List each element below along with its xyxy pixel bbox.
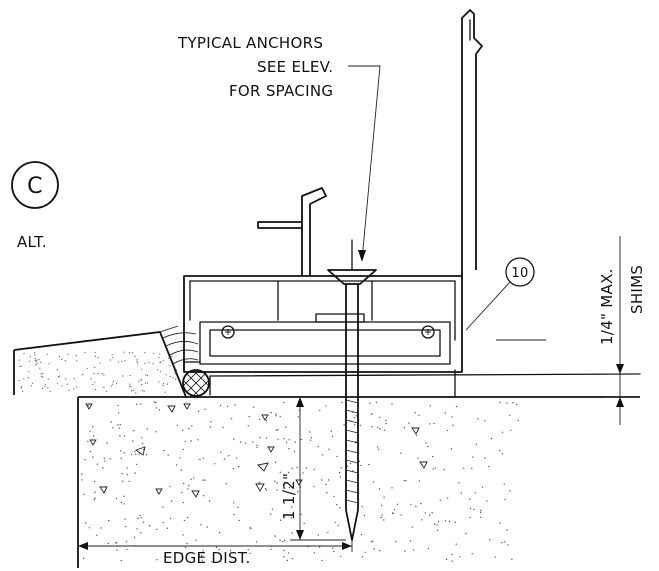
callout-sub-label: ALT. (17, 233, 47, 251)
concrete-stipple (18, 351, 519, 563)
shim (209, 369, 641, 397)
detail-callout: C ALT. (11, 161, 59, 251)
embedment-dimension: 1 1/2" (280, 397, 346, 541)
callout-letter: C (27, 174, 43, 199)
sloped-sill-block (13, 325, 199, 398)
sill-extrusion (183, 275, 463, 373)
embed-dim-text: 1 1/2" (280, 473, 298, 520)
shim-dim-text: 1/4" MAX. (598, 268, 616, 345)
anchor-note-line-1: TYPICAL ANCHORS (177, 34, 323, 52)
frame-upright (257, 9, 483, 276)
shim-dimension: 1/4" MAX. SHIMS (496, 236, 646, 425)
anchor-note-line-3: FOR SPACING (229, 82, 333, 100)
backer-rod-sealant (182, 369, 210, 397)
concrete-aggregate-triangles (85, 403, 428, 498)
anchor-note: TYPICAL ANCHORS SEE ELEV. FOR SPACING (177, 34, 381, 262)
edge-distance-dimension: EDGE DIST. (78, 540, 353, 567)
concrete-substrate (18, 351, 640, 568)
item-tag: 10 (465, 257, 535, 331)
anchor-screw (327, 239, 377, 541)
tag-number: 10 (511, 266, 528, 281)
edge-dim-text: EDGE DIST. (163, 549, 251, 567)
anchor-note-line-2: SEE ELEV. (257, 58, 333, 76)
shim-dim-text-2: SHIMS (628, 265, 646, 314)
